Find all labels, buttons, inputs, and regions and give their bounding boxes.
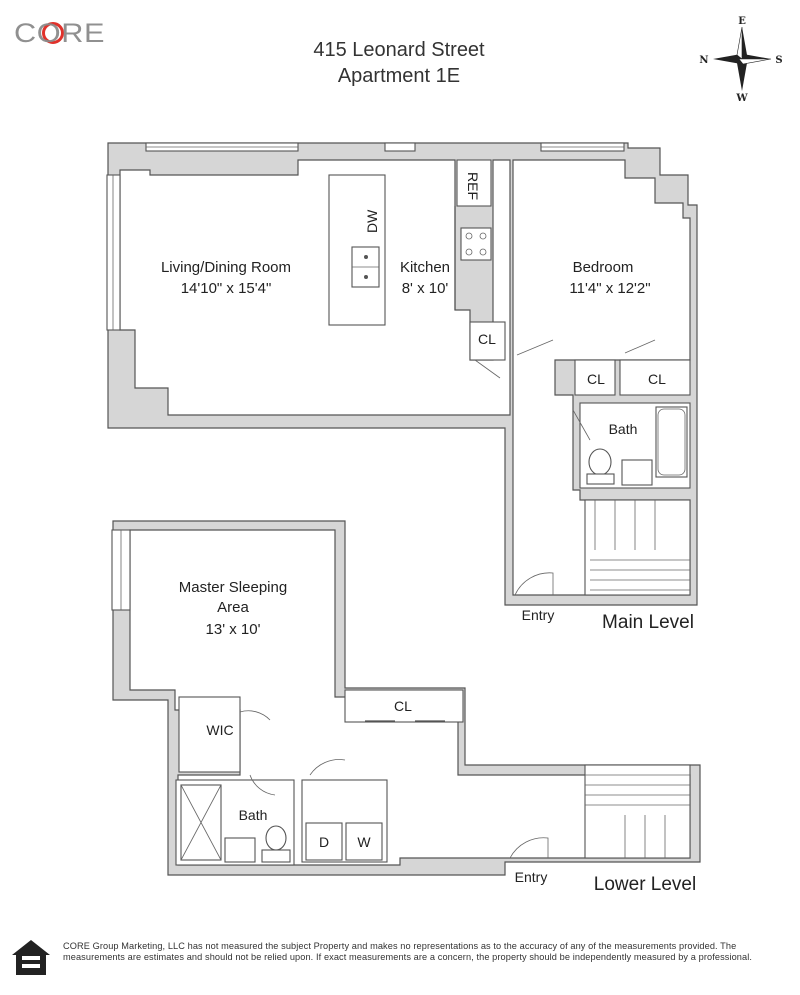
kitchen-name: Kitchen <box>400 259 450 276</box>
unit-title: Apartment 1E <box>338 65 460 87</box>
refrigerator-label: REF <box>465 172 481 200</box>
bedroom-name: Bedroom <box>573 259 634 276</box>
lower-stairs <box>584 764 691 859</box>
lower-bath-label: Bath <box>239 807 268 823</box>
lower-closet-label: CL <box>394 698 412 714</box>
lower-level-plan: Master Sleeping Area 13' x 10' WIC CL Ba… <box>111 520 701 895</box>
equal-housing-icon <box>12 940 50 975</box>
master-name-line2: Area <box>217 599 249 616</box>
compass-north: N <box>699 55 708 66</box>
master-name-line1: Master Sleeping <box>179 579 287 596</box>
lower-level-label: Lower Level <box>594 874 696 895</box>
master-dims: 13' x 10' <box>206 621 261 638</box>
bedroom-closet-label-2: CL <box>648 371 666 387</box>
dishwasher-label: DW <box>364 209 380 233</box>
address-title: 415 Leonard Street <box>313 39 485 61</box>
main-entry-label: Entry <box>522 607 555 623</box>
bedroom-closet-label-1: CL <box>587 371 605 387</box>
main-level-plan: DW REF <box>106 142 698 633</box>
main-bath-label: Bath <box>609 421 638 437</box>
kitchen-closet-label: CL <box>478 331 496 347</box>
living-room-dims: 14'10" x 15'4" <box>181 280 272 297</box>
compass-east: E <box>738 16 746 27</box>
compass-west: W <box>735 93 748 104</box>
logo-o-ring <box>42 22 64 44</box>
washer-label: W <box>357 834 371 850</box>
compass-rose-icon: E W N S <box>699 16 782 104</box>
lower-entry-label: Entry <box>515 869 548 885</box>
bedroom-dims: 11'4" x 12'2" <box>569 280 650 297</box>
main-stairs <box>584 499 691 596</box>
compass-south: S <box>775 55 782 66</box>
core-logo: CORE <box>14 18 105 48</box>
wic-label: WIC <box>206 722 233 738</box>
dryer-label: D <box>319 834 329 850</box>
logo-text: CORE <box>14 18 105 48</box>
kitchen-dims: 8' x 10' <box>402 280 449 297</box>
disclaimer-text: CORE Group Marketing, LLC has not measur… <box>63 941 753 962</box>
main-level-label: Main Level <box>602 612 694 633</box>
living-room-name: Living/Dining Room <box>161 259 291 276</box>
